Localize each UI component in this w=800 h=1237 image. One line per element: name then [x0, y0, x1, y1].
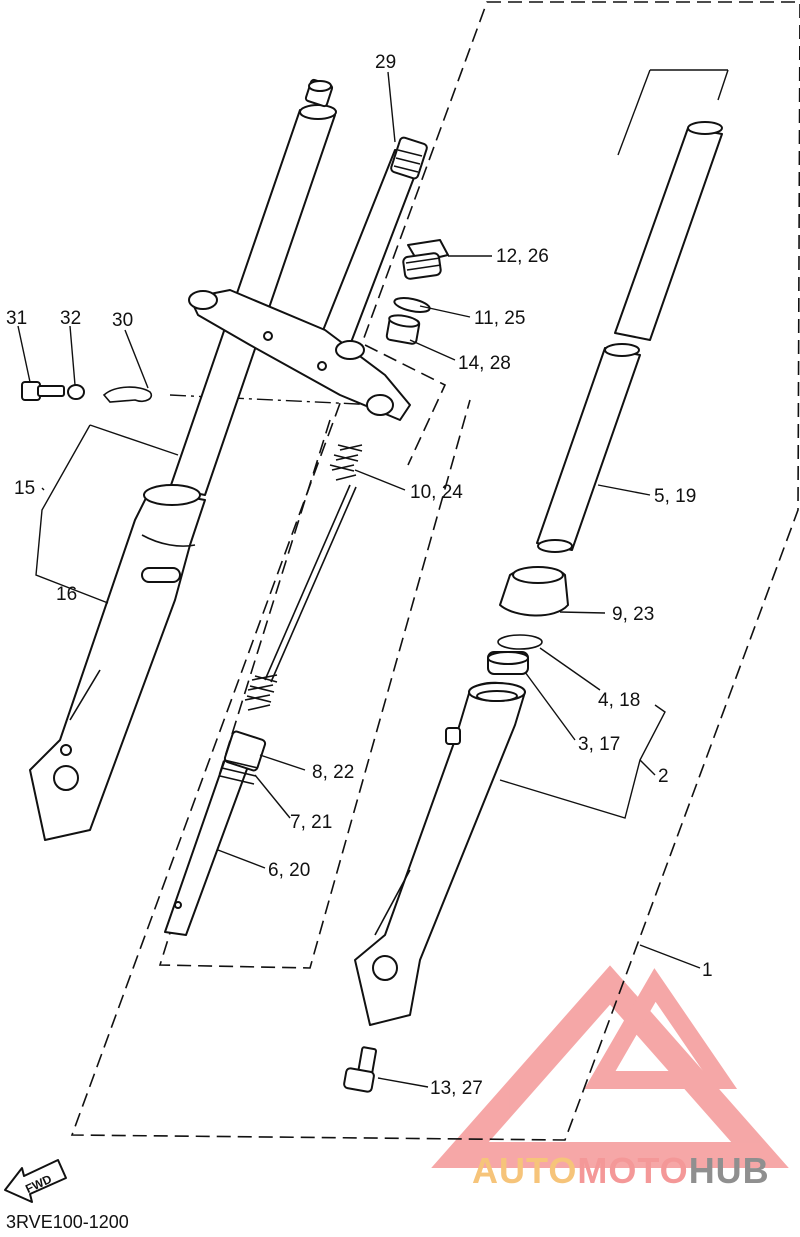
damper-rod	[164, 730, 267, 936]
svg-text:7, 21: 7, 21	[290, 812, 332, 833]
callout-3-17: 3, 17	[578, 734, 620, 755]
fork-spring-upper	[264, 444, 363, 683]
callout-8-22: 8, 22	[312, 762, 354, 783]
callout-15: 15	[14, 478, 35, 499]
svg-text:29: 29	[375, 52, 396, 73]
callout-31: 31	[6, 308, 27, 329]
fwd-arrow-icon: FWD	[4, 1159, 67, 1203]
callout-32: 32	[60, 308, 81, 329]
fork-spring-lower	[244, 674, 278, 711]
callout-1: 1	[702, 960, 713, 981]
right-inner-tube	[536, 343, 641, 553]
callout-7-21: 7, 21	[290, 812, 332, 833]
left-outer-tube	[29, 484, 206, 841]
svg-text:32: 32	[60, 308, 81, 329]
svg-text:9, 23: 9, 23	[612, 604, 654, 625]
washer-32	[67, 384, 85, 400]
right-outer-tube	[354, 681, 526, 1026]
svg-text:12, 26: 12, 26	[496, 246, 549, 267]
callout-2: 2	[658, 766, 669, 787]
diagram-code: 3RVE100-1200	[6, 1212, 129, 1232]
assembly-boundary-dashed	[70, 1, 800, 1141]
steering-group-dashed	[364, 344, 447, 466]
bolt-31	[21, 381, 65, 401]
watermark-brand-hub: HUB	[688, 1150, 770, 1191]
svg-text:4, 18: 4, 18	[598, 690, 640, 711]
svg-text:2: 2	[658, 766, 669, 787]
callout-13-27: 13, 27	[430, 1078, 483, 1099]
dust-seal	[499, 566, 569, 617]
under-bracket	[188, 289, 411, 421]
leader-lines	[17, 71, 701, 1088]
svg-text:11, 25: 11, 25	[474, 308, 525, 329]
svg-text:15: 15	[14, 478, 35, 499]
svg-text:10, 24: 10, 24	[410, 482, 463, 503]
callout-5-19: 5, 19	[654, 486, 696, 507]
oil-seal	[487, 651, 529, 675]
watermark-brand-moto: MOTO	[577, 1150, 689, 1191]
collar	[385, 314, 421, 345]
svg-text:8, 22: 8, 22	[312, 762, 354, 783]
circlip	[497, 634, 543, 650]
watermark-brand: AUTOMOTOHUB	[472, 1150, 770, 1192]
callout-11-25: 11, 25	[474, 308, 525, 329]
right-inner-tube-top	[614, 69, 729, 341]
callout-12-26: 12, 26	[496, 246, 549, 267]
svg-text:5, 19: 5, 19	[654, 486, 696, 507]
drain-bolt	[343, 1046, 378, 1093]
callout-29: 29	[375, 52, 396, 73]
svg-text:3, 17: 3, 17	[578, 734, 620, 755]
callout-14-28: 14, 28	[458, 353, 511, 374]
callout-4-18: 4, 18	[598, 690, 640, 711]
left-inner-tube	[169, 78, 337, 496]
callout-16: 16	[56, 584, 77, 605]
svg-text:6, 20: 6, 20	[268, 860, 310, 881]
clip-30	[102, 386, 153, 403]
watermark-logo-icon	[431, 965, 789, 1168]
svg-text:1: 1	[702, 960, 713, 981]
callout-6-20: 6, 20	[268, 860, 310, 881]
svg-text:31: 31	[6, 308, 27, 329]
svg-text:14, 28: 14, 28	[458, 353, 511, 374]
svg-text:30: 30	[112, 310, 133, 331]
svg-text:16: 16	[56, 584, 77, 605]
svg-text:13, 27: 13, 27	[430, 1078, 483, 1099]
damper-group-dashed	[158, 399, 471, 969]
watermark-brand-auto: AUTO	[472, 1150, 578, 1191]
callout-30: 30	[112, 310, 133, 331]
cap-bolt	[402, 239, 449, 280]
steering-stem	[319, 136, 428, 346]
callout-10-24: 10, 24	[410, 482, 463, 503]
o-ring	[393, 297, 431, 313]
callout-9-23: 9, 23	[612, 604, 654, 625]
